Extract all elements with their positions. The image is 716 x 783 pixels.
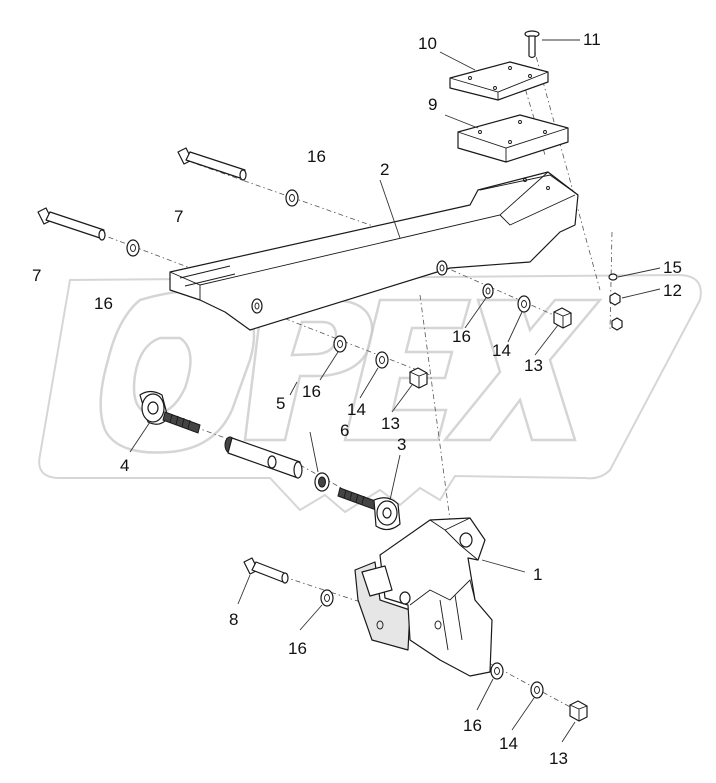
part-11-bolt [524,30,540,59]
callout-6: 6 [340,421,349,440]
callout-8: 8 [229,610,238,629]
callout-12: 12 [663,281,682,300]
callout-9: 9 [428,95,437,114]
washer-16-h [490,662,504,680]
part-3-rod-end [337,487,401,531]
nut-13-b [409,367,428,389]
callout-14: 14 [492,341,511,360]
nut-13-a [553,307,572,329]
part-8-bolt [243,557,289,584]
washer-16-a [285,189,299,207]
part-7-bolt-lower [37,207,106,241]
callout-15: 15 [663,258,682,277]
part-6-bushing [314,472,330,492]
washers-16 [126,189,504,680]
callout-16: 16 [463,716,482,735]
watermark [38,273,702,514]
callout-3: 3 [397,435,406,454]
part-9-pad [457,114,569,163]
part-1-bracket [354,517,493,677]
callout-7: 7 [174,207,183,226]
callout-13: 13 [381,414,400,433]
callout-5: 5 [276,394,285,413]
washer-16-g [320,589,334,607]
callout-16: 16 [302,382,321,401]
callout-16: 16 [94,294,113,313]
washer-16-f [333,335,347,353]
washer-16-e [251,298,263,314]
callout-1: 1 [533,565,542,584]
part-5-shaft [224,436,303,479]
part-4-rod-end [139,390,201,434]
callout-2: 2 [380,160,389,179]
callout-7: 7 [32,266,41,285]
callout-labels: 10 11 9 16 2 7 7 16 15 12 16 14 13 16 5 … [32,30,682,768]
lock-washers-14 [375,295,544,699]
callout-10: 10 [418,34,437,53]
part-10-top-plate [449,61,549,101]
lock-washer-14-c [530,681,544,699]
washer-16-c [436,260,448,276]
callout-16: 16 [288,639,307,658]
callout-13: 13 [549,749,568,768]
part-15-small-washer [608,273,618,281]
callout-4: 4 [120,456,129,475]
part-7-bolt-upper [177,147,247,181]
part-12-small-nuts [609,292,623,331]
nut-13-c [569,700,588,722]
callout-11: 11 [583,30,601,49]
callout-14: 14 [499,734,518,753]
lock-washer-14-b [375,351,389,369]
callout-pointers [129,39,661,743]
washer-16-d [482,283,494,299]
nuts-13 [409,307,588,722]
callout-16: 16 [452,327,471,346]
washer-16-b [126,239,140,257]
callout-16: 16 [307,147,326,166]
callout-13: 13 [524,356,543,375]
part-2-beam [169,171,579,331]
lock-washer-14-a [517,295,531,313]
callout-14: 14 [347,400,366,419]
